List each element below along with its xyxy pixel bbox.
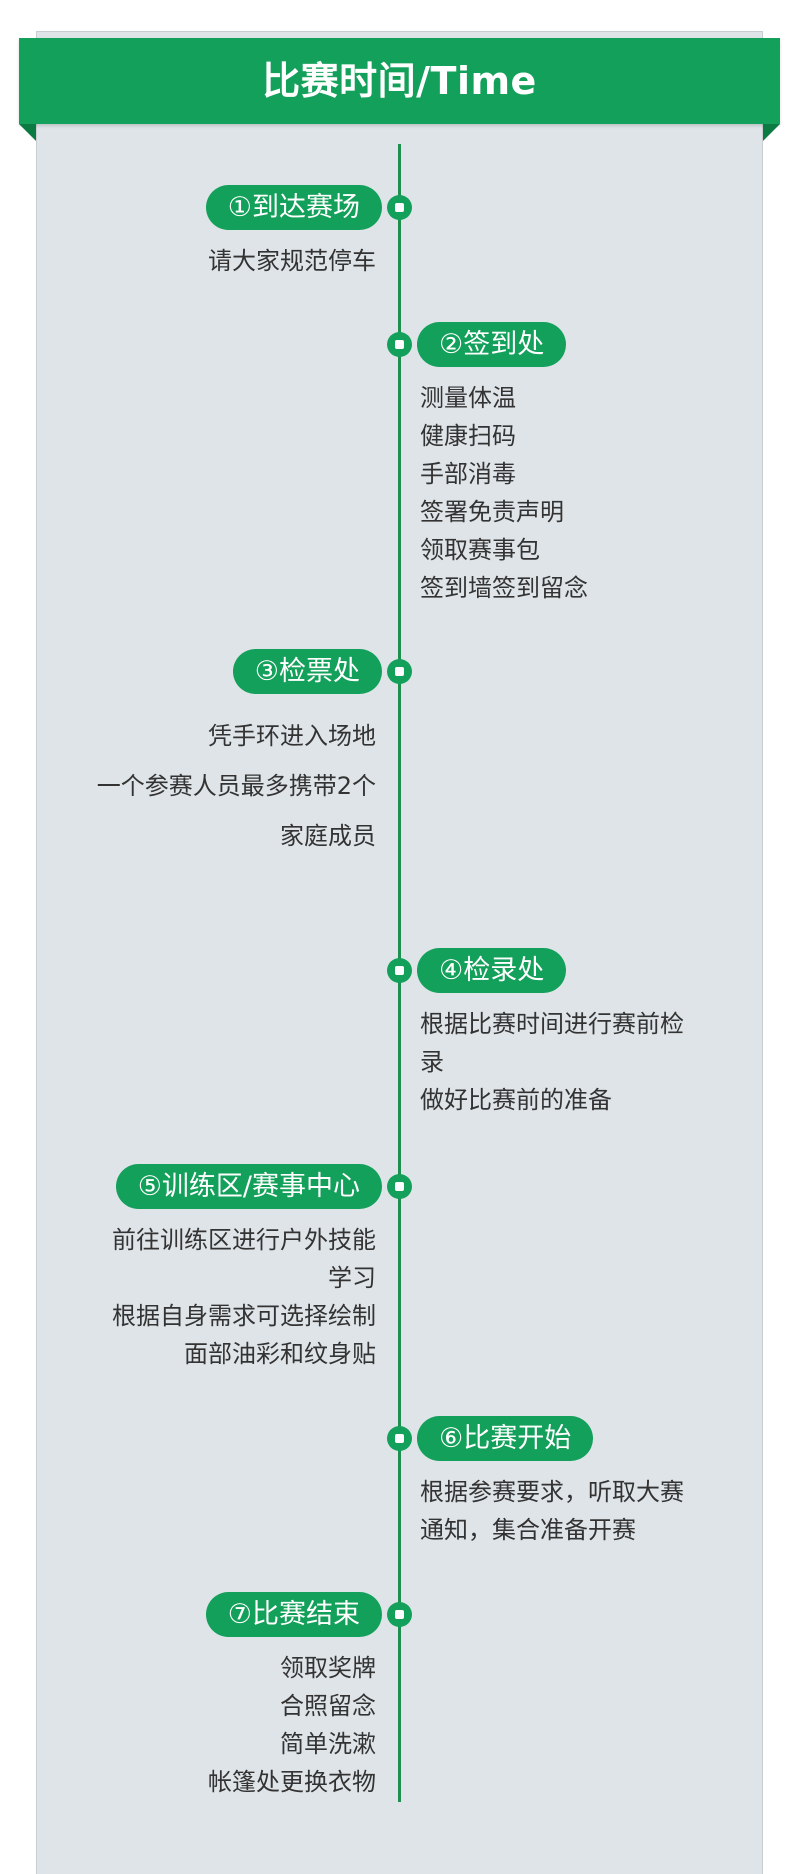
step-6-description: 根据参赛要求，听取大赛 通知，集合准备开赛 <box>420 1473 720 1549</box>
step-7-line: 帐篷处更换衣物 <box>208 1768 376 1796</box>
step-2-line: 手部消毒 <box>420 460 516 488</box>
step-5-description: 前往训练区进行户外技能 学习 根据自身需求可选择绘制 面部油彩和纹身贴 <box>56 1221 376 1373</box>
step-7-line: 领取奖牌 <box>280 1654 376 1682</box>
step-5-line: 学习 <box>328 1264 376 1292</box>
step-4-line: 根据比赛时间进行赛前检 <box>420 1010 684 1038</box>
step-6-line: 通知，集合准备开赛 <box>420 1516 636 1544</box>
step-5-label: ⑤训练区/赛事中心 <box>115 1164 382 1209</box>
timeline-node-6 <box>387 1426 412 1451</box>
step-5-line: 面部油彩和纹身贴 <box>184 1340 376 1368</box>
timeline-node-2 <box>387 332 412 357</box>
step-2-line: 健康扫码 <box>420 422 516 450</box>
step-5-line: 前往训练区进行户外技能 <box>112 1226 376 1254</box>
step-2-line: 签到墙签到留念 <box>420 574 588 602</box>
step-3-line: 凭手环进入场地 <box>208 722 376 750</box>
step-6-label: ⑥比赛开始 <box>417 1416 594 1461</box>
step-4-line: 做好比赛前的准备 <box>420 1086 612 1114</box>
step-7-description: 领取奖牌 合照留念 简单洗漱 帐篷处更换衣物 <box>56 1649 376 1801</box>
step-2-description: 测量体温 健康扫码 手部消毒 签署免责声明 领取赛事包 签到墙签到留念 <box>420 379 720 607</box>
step-1-description: 请大家规范停车 <box>56 242 376 280</box>
page-title: 比赛时间/Time <box>262 59 537 103</box>
banner-fold-right <box>763 124 780 141</box>
timeline-node-3 <box>387 659 412 684</box>
step-3-description: 凭手环进入场地 一个参赛人员最多携带2个 家庭成员 <box>0 711 376 861</box>
step-7-line: 简单洗漱 <box>280 1730 376 1758</box>
step-1-label: ①到达赛场 <box>205 185 382 230</box>
step-2-label: ②签到处 <box>417 322 567 367</box>
step-3-line: 一个参赛人员最多携带2个 <box>96 772 376 800</box>
step-5-line: 根据自身需求可选择绘制 <box>112 1302 376 1330</box>
step-7-line: 合照留念 <box>280 1692 376 1720</box>
step-7-label: ⑦比赛结束 <box>205 1592 382 1637</box>
step-2-line: 测量体温 <box>420 384 516 412</box>
timeline-node-5 <box>387 1174 412 1199</box>
step-2-line: 签署免责声明 <box>420 498 564 526</box>
step-3-line: 家庭成员 <box>280 822 376 850</box>
step-4-label: ④检录处 <box>417 948 567 993</box>
step-4-description: 根据比赛时间进行赛前检 录 做好比赛前的准备 <box>420 1005 720 1119</box>
step-3-label: ③检票处 <box>232 649 382 694</box>
step-4-line: 录 <box>420 1048 444 1076</box>
timeline-node-4 <box>387 958 412 983</box>
step-2-line: 领取赛事包 <box>420 536 540 564</box>
step-6-line: 根据参赛要求，听取大赛 <box>420 1478 684 1506</box>
step-1-line: 请大家规范停车 <box>208 247 376 275</box>
banner-fold-left <box>19 124 36 141</box>
timeline-node-7 <box>387 1602 412 1627</box>
timeline-node-1 <box>387 195 412 220</box>
header-banner <box>19 38 780 124</box>
